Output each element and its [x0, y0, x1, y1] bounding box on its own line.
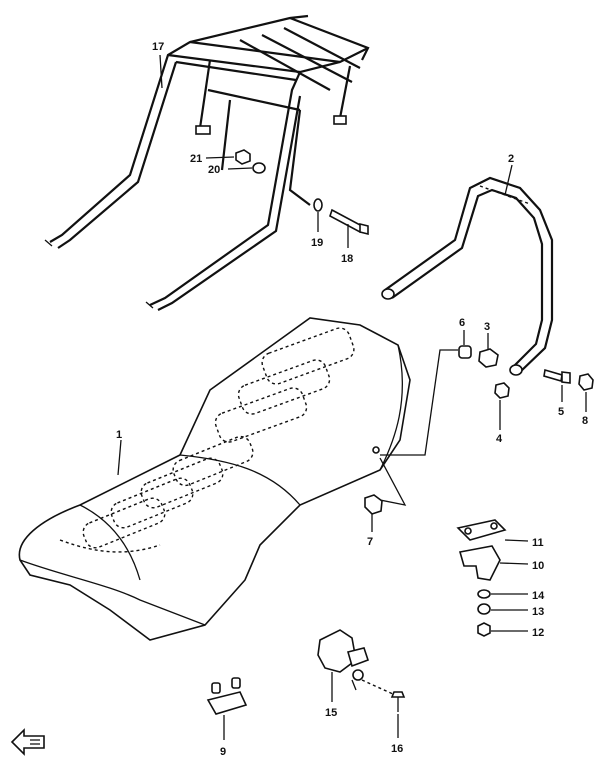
seat-lock-15	[317, 629, 370, 691]
callout-5: 5	[558, 406, 564, 418]
callout-7: 7	[367, 536, 373, 548]
callout-17: 17	[152, 41, 164, 53]
callout-12: 12	[532, 627, 544, 639]
callout-3: 3	[484, 321, 490, 333]
nut-13	[477, 603, 491, 615]
callout-8: 8	[582, 415, 588, 427]
front-direction-arrow-icon	[10, 728, 45, 756]
callout-9: 9	[220, 746, 226, 758]
nut-21	[235, 149, 251, 165]
callout-4: 4	[496, 433, 503, 445]
callout-15: 15	[325, 707, 337, 719]
hook-10	[458, 545, 501, 581]
plate-11	[456, 519, 507, 541]
washer-20	[252, 162, 266, 174]
callout-2: 2	[508, 153, 514, 165]
nut-12	[477, 622, 491, 637]
callout-16: 16	[391, 743, 403, 755]
screw-16	[390, 691, 406, 712]
bushing-6	[458, 345, 472, 359]
callout-1: 1	[116, 429, 122, 441]
rear-carrier-rack	[44, 14, 370, 311]
callout-13: 13	[532, 606, 544, 618]
callout-18: 18	[341, 253, 353, 265]
nut-4	[494, 382, 510, 399]
washer-14	[477, 589, 491, 599]
callout-6: 6	[459, 317, 465, 329]
washer-19	[313, 198, 323, 212]
callout-19: 19	[311, 237, 323, 249]
cap-8	[578, 373, 594, 391]
callout-14: 14	[532, 590, 545, 602]
callout-10: 10	[532, 560, 544, 572]
cushion-7	[364, 494, 383, 515]
bolt-5	[543, 368, 571, 384]
callout-21: 21	[190, 153, 202, 165]
callout-20: 20	[208, 164, 220, 176]
cushion-3	[478, 348, 499, 368]
bolt-18	[329, 208, 369, 236]
callout-11: 11	[532, 537, 544, 549]
seat	[18, 317, 411, 641]
buffer-9	[206, 677, 248, 715]
